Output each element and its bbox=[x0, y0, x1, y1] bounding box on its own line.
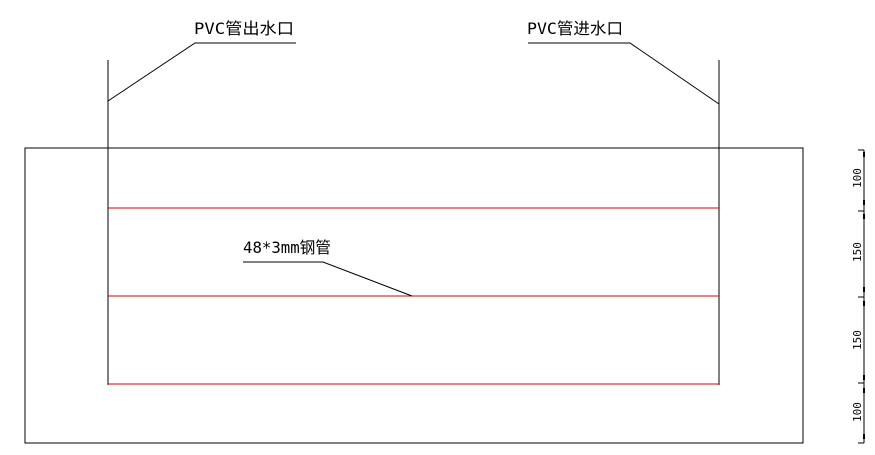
pipe-leader bbox=[243, 261, 413, 297]
inlet-leader bbox=[528, 42, 720, 105]
outlet-label: PVC管出水口 bbox=[194, 19, 294, 38]
inlet-label: PVC管进水口 bbox=[527, 19, 623, 38]
dimension-label: 100 bbox=[851, 402, 864, 422]
pipe-label: 48*3mm钢管 bbox=[243, 238, 331, 257]
dimension-label: 100 bbox=[851, 168, 864, 188]
outlet-leader bbox=[107, 42, 296, 102]
dimension-label: 150 bbox=[851, 330, 864, 350]
outer-tank-outline bbox=[24, 147, 804, 444]
dimension-chain: 100 150 150 100 bbox=[851, 149, 865, 444]
dimension-label: 150 bbox=[851, 242, 864, 262]
